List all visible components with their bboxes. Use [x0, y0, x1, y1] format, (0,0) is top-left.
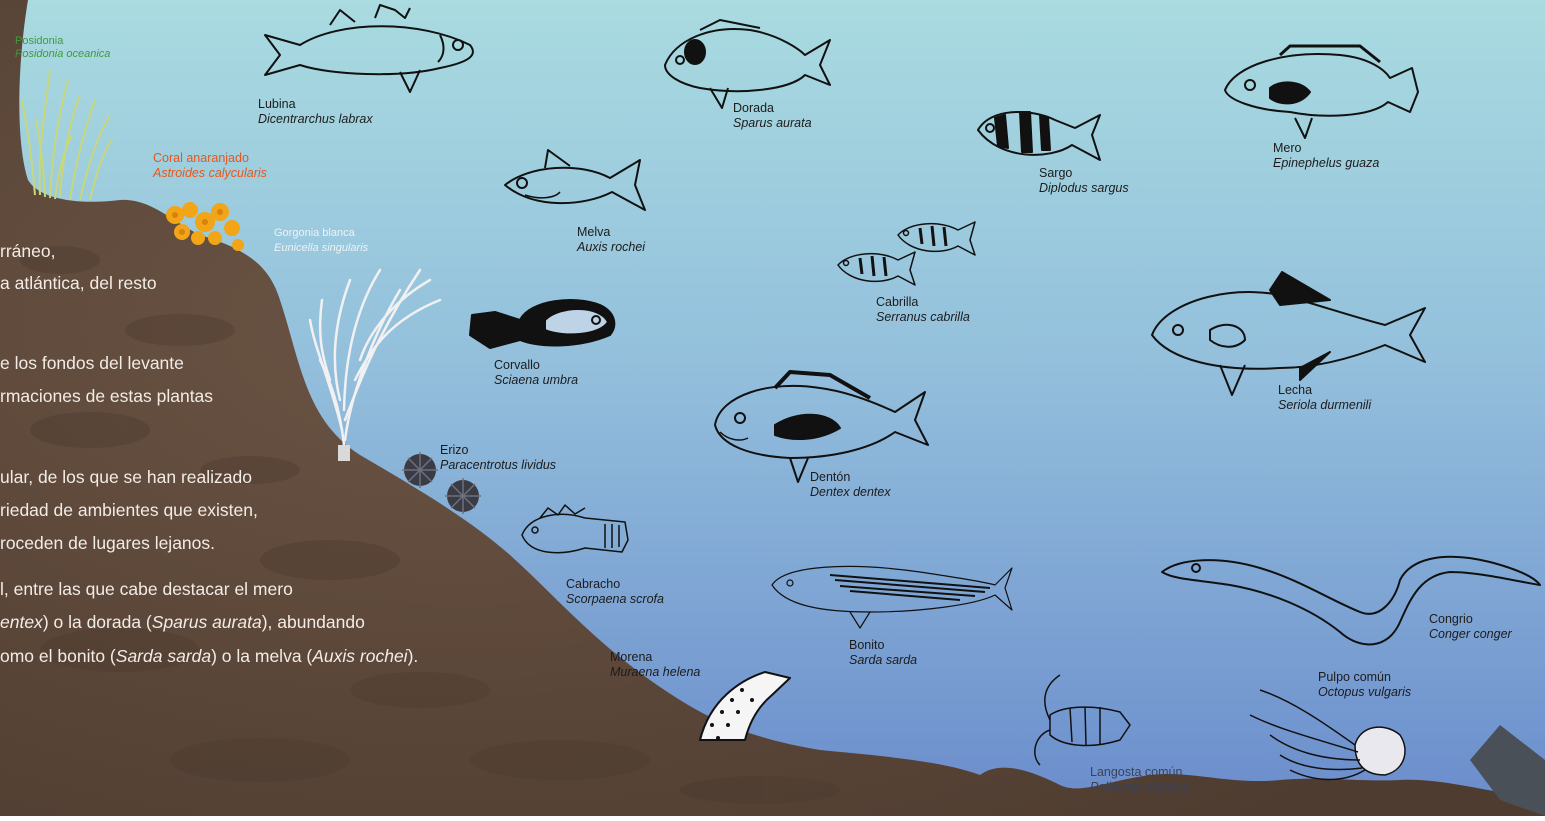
label-lubina-sci: Dicentrarchus labrax — [258, 112, 373, 127]
label-erizo-sci: Paracentrotus lividus — [440, 458, 556, 473]
label-sargo-common: Sargo — [1039, 166, 1072, 180]
body-line-10-a: omo el bonito ( — [0, 646, 116, 666]
label-coral-common: Coral anaranjado — [153, 151, 249, 165]
body-line-10: omo el bonito (Sarda sarda) o la melva (… — [0, 645, 418, 667]
body-line-9-sci1: entex — [0, 612, 43, 632]
body-line-9-end: ), abundando — [262, 612, 365, 632]
label-cabrilla-common: Cabrilla — [876, 295, 918, 309]
label-congrio-sci: Conger conger — [1429, 627, 1512, 642]
label-mero: Mero Epinephelus guaza — [1273, 141, 1379, 171]
label-bonito-sci: Sarda sarda — [849, 653, 917, 668]
body-line-6: riedad de ambientes que existen, — [0, 499, 258, 521]
label-congrio: Congrio Conger conger — [1429, 612, 1512, 642]
label-cabrilla: Cabrilla Serranus cabrilla — [876, 295, 970, 325]
label-melva-common: Melva — [577, 225, 610, 239]
label-posidonia-sci: Posidonia oceanica — [15, 48, 110, 61]
body-line-9-sci2: Sparus aurata — [152, 612, 262, 632]
label-dorada-common: Dorada — [733, 101, 774, 115]
label-cabracho-sci: Scorpaena scrofa — [566, 592, 664, 607]
body-line-8: l, entre las que cabe destacar el mero — [0, 578, 293, 600]
label-langosta: Langosta común Palinurus elephas — [1090, 765, 1189, 795]
body-line-2: a atlántica, del resto — [0, 272, 157, 294]
label-sargo-sci: Diplodus sargus — [1039, 181, 1129, 196]
label-lecha: Lecha Seriola durmenili — [1278, 383, 1371, 413]
body-line-10-sci1: Sarda sarda — [116, 646, 211, 666]
label-morena-common: Morena — [610, 650, 652, 664]
label-lubina-common: Lubina — [258, 97, 296, 111]
label-bonito: Bonito Sarda sarda — [849, 638, 917, 668]
label-pulpo: Pulpo común Octopus vulgaris — [1318, 670, 1411, 700]
label-corvallo: Corvallo Sciaena umbra — [494, 358, 578, 388]
body-line-5: ular, de los que se han realizado — [0, 466, 252, 488]
label-corvallo-common: Corvallo — [494, 358, 540, 372]
label-sargo: Sargo Diplodus sargus — [1039, 166, 1129, 196]
label-corvallo-sci: Sciaena umbra — [494, 373, 578, 388]
label-gorgonia-sci: Eunicella singularis — [274, 241, 368, 256]
label-denton: Dentón Dentex dentex — [810, 470, 891, 500]
label-coral: Coral anaranjado Astroides calycularis — [153, 151, 267, 181]
label-morena: Morena Muraena helena — [610, 650, 700, 680]
label-pulpo-sci: Octopus vulgaris — [1318, 685, 1411, 700]
label-gorgonia: Gorgonia blanca Eunicella singularis — [274, 226, 368, 256]
label-cabrilla-sci: Serranus cabrilla — [876, 310, 970, 325]
label-lecha-sci: Seriola durmenili — [1278, 398, 1371, 413]
body-line-1: rráneo, — [0, 240, 55, 262]
label-pulpo-common: Pulpo común — [1318, 670, 1391, 684]
label-morena-sci: Muraena helena — [610, 665, 700, 680]
label-lubina: Lubina Dicentrarchus labrax — [258, 97, 373, 127]
label-dorada: Dorada Sparus aurata — [733, 101, 812, 131]
label-erizo: Erizo Paracentrotus lividus — [440, 443, 556, 473]
label-denton-common: Dentón — [810, 470, 850, 484]
label-posidonia: Posidonia Posidonia oceanica — [15, 35, 110, 61]
label-dorada-sci: Sparus aurata — [733, 116, 812, 131]
label-cabracho: Cabracho Scorpaena scrofa — [566, 577, 664, 607]
label-lecha-common: Lecha — [1278, 383, 1312, 397]
body-line-7: roceden de lugares lejanos. — [0, 532, 215, 554]
label-melva-sci: Auxis rochei — [577, 240, 645, 255]
label-mero-sci: Epinephelus guaza — [1273, 156, 1379, 171]
label-denton-sci: Dentex dentex — [810, 485, 891, 500]
label-langosta-common: Langosta común — [1090, 765, 1182, 779]
label-langosta-sci: Palinurus elephas — [1090, 780, 1189, 795]
body-line-10-sci2: Auxis rochei — [312, 646, 407, 666]
label-coral-sci: Astroides calycularis — [153, 166, 267, 181]
label-mero-common: Mero — [1273, 141, 1301, 155]
label-cabracho-common: Cabracho — [566, 577, 620, 591]
label-melva: Melva Auxis rochei — [577, 225, 645, 255]
label-posidonia-common: Posidonia — [15, 35, 63, 47]
body-line-4: rmaciones de estas plantas — [0, 385, 213, 407]
body-line-3: e los fondos del levante — [0, 352, 184, 374]
label-erizo-common: Erizo — [440, 443, 468, 457]
body-line-10-c: ) o la melva ( — [211, 646, 312, 666]
body-line-10-e: ). — [408, 646, 419, 666]
label-bonito-common: Bonito — [849, 638, 884, 652]
label-congrio-common: Congrio — [1429, 612, 1473, 626]
label-gorgonia-common: Gorgonia blanca — [274, 227, 355, 239]
body-line-9: entex) o la dorada (Sparus aurata), abun… — [0, 611, 365, 633]
body-line-9-mid: ) o la dorada ( — [43, 612, 152, 632]
